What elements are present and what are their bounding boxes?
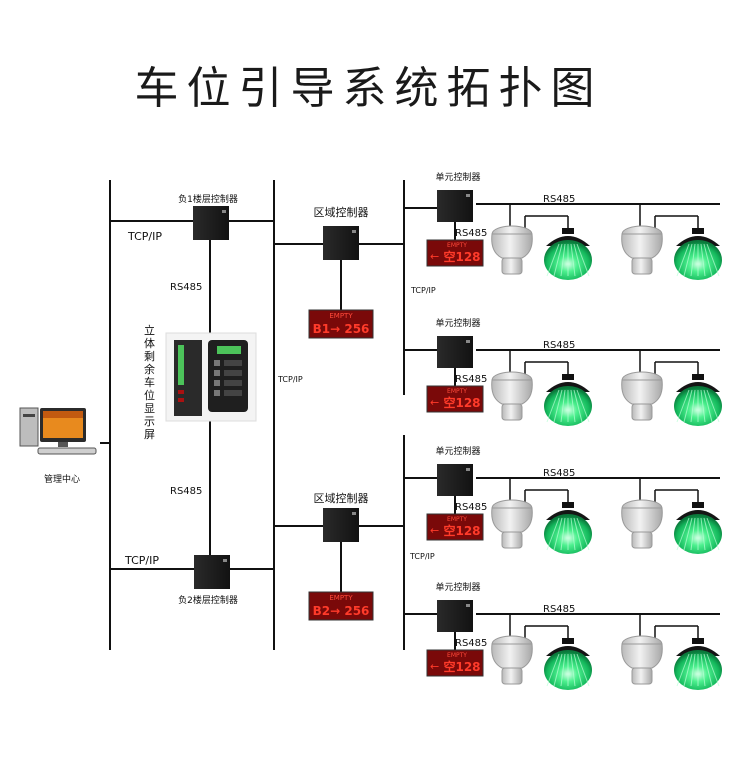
unit-sign: EMPTY ← 空128	[426, 649, 484, 677]
ultrasonic-detector-icon	[491, 225, 533, 275]
unit-controller-label: 单元控制器	[435, 581, 480, 593]
wiring	[100, 180, 720, 656]
zone-sign-b2: EMPTY B2→ 256	[308, 591, 374, 621]
sign-top-text: EMPTY	[329, 594, 353, 602]
green-indicator-light-icon	[674, 638, 722, 690]
arrow-left-icon: ←	[430, 524, 439, 537]
ultrasonic-detector-icon	[491, 635, 533, 685]
rs485-bus-label: RS485	[543, 194, 575, 205]
rs485-bus-label: RS485	[543, 468, 575, 479]
zone-controller-2: 区域控制器 EMPTY B2→ 256	[308, 491, 374, 621]
display-screen-label: 立体剩余车位显示屏	[144, 323, 155, 441]
unit-controller-label: 单元控制器	[435, 445, 480, 457]
arrow-left-icon: ←	[430, 396, 439, 409]
center-label: 管理中心	[44, 473, 80, 485]
rs485-unit-label: RS485	[455, 502, 487, 513]
zone-sign-b1: EMPTY B1→ 256	[308, 309, 374, 339]
rs485-bus-label: RS485	[543, 604, 575, 615]
rs485-label-top: RS485	[170, 282, 202, 293]
zone-controller-label: 区域控制器	[314, 205, 369, 219]
floor-controller-label: 负1楼层控制器	[178, 193, 238, 205]
unit-sign: EMPTY ← 空128	[426, 513, 484, 541]
detector-indicator-pair	[621, 478, 722, 554]
management-center: 管理中心	[19, 407, 97, 485]
ultrasonic-detector-icon	[621, 499, 663, 549]
detector-indicator-pair	[621, 614, 722, 690]
floor-controller-b1: 负1楼层控制器	[178, 193, 238, 240]
rs485-unit-label: RS485	[455, 638, 487, 649]
tcpip-label-center: TCP/IP	[277, 375, 303, 384]
ultrasonic-detector-icon	[491, 499, 533, 549]
sign-top-text: EMPTY	[447, 242, 467, 249]
arrow-left-icon: ←	[430, 250, 439, 263]
ultrasonic-detector-icon	[621, 225, 663, 275]
detector-indicator-pair	[491, 478, 592, 554]
green-indicator-light-icon	[544, 638, 592, 690]
detector-indicator-pair	[491, 204, 592, 280]
unit-sign: EMPTY ← 空128	[426, 239, 484, 267]
sign-main-text: B1→ 256	[313, 322, 370, 336]
floor-controller-b2: 负2楼层控制器	[178, 555, 238, 606]
green-indicator-light-icon	[674, 228, 722, 280]
sign-top-text: EMPTY	[447, 652, 467, 659]
rs485-bus-label: RS485	[543, 340, 575, 351]
green-indicator-light-icon	[674, 374, 722, 426]
green-indicator-light-icon	[544, 374, 592, 426]
detector-indicator-pair	[621, 350, 722, 426]
unit-controller-label: 单元控制器	[435, 317, 480, 329]
sign-main-text: 空128	[443, 395, 480, 410]
sign-top-text: EMPTY	[447, 516, 467, 523]
unit-controller-rows: 单元控制器RS485RS485EMPTY←空128单元控制器RS485RS485…	[426, 171, 722, 690]
tcpip-label-unit-bottom: TCP/IP	[409, 552, 435, 561]
unit-sign: EMPTY ← 空128	[426, 385, 484, 413]
ultrasonic-detector-icon	[621, 635, 663, 685]
sign-main-text: B2→ 256	[313, 604, 370, 618]
green-indicator-light-icon	[544, 228, 592, 280]
detector-indicator-pair	[621, 204, 722, 280]
rs485-unit-label: RS485	[455, 374, 487, 385]
green-indicator-light-icon	[674, 502, 722, 554]
rs485-unit-label: RS485	[455, 228, 487, 239]
detector-indicator-pair	[491, 614, 592, 690]
tcpip-label-bottom: TCP/IP	[124, 554, 159, 567]
ultrasonic-detector-icon	[621, 371, 663, 421]
floor-controller-label: 负2楼层控制器	[178, 594, 238, 606]
tcpip-label-top: TCP/IP	[127, 230, 162, 243]
zone-controller-label: 区域控制器	[314, 491, 369, 505]
sign-top-text: EMPTY	[447, 388, 467, 395]
rs485-label-bottom: RS485	[170, 486, 202, 497]
sign-main-text: 空128	[443, 249, 480, 264]
unit-controller-label: 单元控制器	[435, 171, 480, 183]
sign-main-text: 空128	[443, 659, 480, 674]
green-indicator-light-icon	[544, 502, 592, 554]
tcpip-label-unit-top: TCP/IP	[410, 286, 436, 295]
page-title: 车位引导系统拓扑图	[134, 63, 603, 114]
arrow-left-icon: ←	[430, 660, 439, 673]
detector-indicator-pair	[491, 350, 592, 426]
ultrasonic-detector-icon	[491, 371, 533, 421]
remaining-spaces-display: 立体剩余车位显示屏	[144, 323, 257, 441]
computer-icon	[19, 407, 97, 455]
zone-controller-1: 区域控制器 EMPTY B1→ 256	[308, 205, 374, 339]
sign-top-text: EMPTY	[329, 312, 353, 320]
sign-main-text: 空128	[443, 523, 480, 538]
